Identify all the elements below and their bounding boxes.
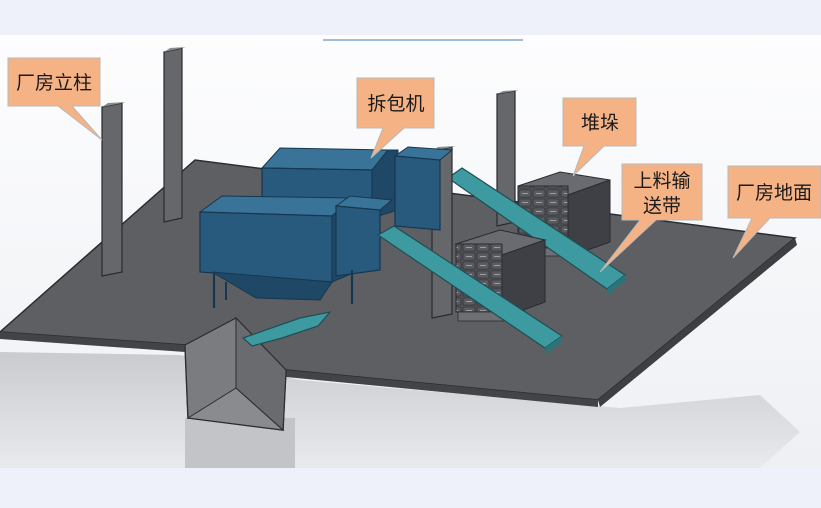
callout-floor-text: 厂房地面 <box>736 182 812 204</box>
callout-conveyor-text-2: 送带 <box>643 195 681 217</box>
callout-column-text: 厂房立柱 <box>16 72 92 94</box>
callout-conveyor-text-1: 上料输 <box>633 170 690 192</box>
callout-stack-text: 堆垛 <box>581 112 619 134</box>
callout-unpacker-text: 拆包机 <box>367 93 424 115</box>
column-front-left <box>102 102 126 276</box>
